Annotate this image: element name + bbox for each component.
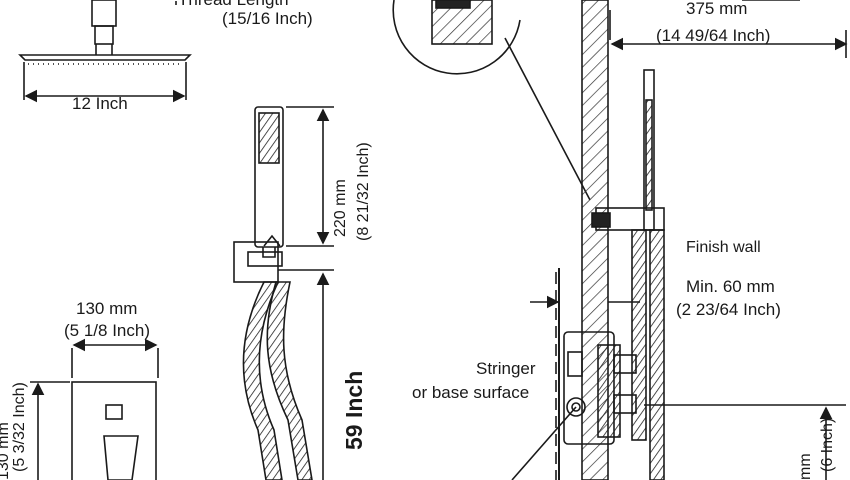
hand-length-mm-label: 220 mm: [332, 179, 349, 237]
arm-length-mm-label: 375 mm: [686, 0, 748, 18]
plate-width-mm-label: 130 mm: [76, 299, 138, 318]
arm-length-inch-label: (14 49/64 Inch): [656, 26, 771, 45]
finish-wall-label: Finish wall: [686, 239, 761, 256]
min-depth-inch-label: (2 23/64 Inch): [676, 300, 781, 319]
right-dim-mm-label: mm: [797, 453, 814, 480]
right-dim-inch-label: (6 Inch): [819, 417, 836, 472]
plate-height-inch-label: (5 3/32 Inch): [11, 382, 28, 472]
diverter-valve-body: [511, 295, 846, 480]
stringer-label-line2: or base surface: [412, 383, 530, 402]
thread-length-label: Thread Length: [178, 0, 289, 8]
plate-width-inch-label: (5 1/8 Inch): [64, 321, 150, 340]
hand-shower: [254, 106, 334, 258]
rain-shower-head: [18, 0, 192, 103]
slide-bar: [591, 69, 665, 480]
valve-trim-plate: [30, 338, 159, 480]
min-depth-mm-label: Min. 60 mm: [686, 277, 775, 296]
stringer-label-line1: Stringer: [476, 359, 536, 378]
head-width-label: 12 Inch: [72, 94, 128, 113]
hand-shower-bracket: [233, 234, 283, 283]
detail-magnifier: [392, 0, 591, 201]
hose-length-label: 59 Inch: [341, 370, 367, 450]
thread-length-inch-label: (15/16 Inch): [222, 9, 313, 28]
shower-hose: [242, 269, 334, 480]
hand-length-inch-label: (8 21/32 Inch): [355, 142, 372, 241]
